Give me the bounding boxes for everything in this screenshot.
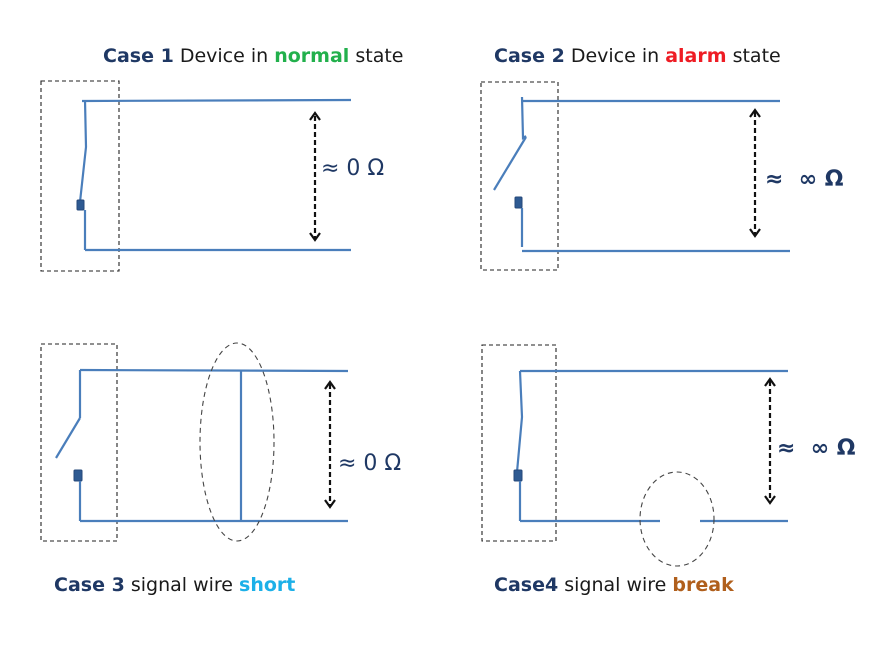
case-2-text-after: state [727, 45, 781, 67]
case-2-text: Device in [565, 45, 665, 67]
case-2-keyword: alarm [665, 45, 726, 67]
case-1-contact-pad [76, 199, 85, 211]
case-4-contact-pad [513, 469, 523, 482]
case-2-device-box [480, 81, 559, 271]
case-1-title: Case 1 Device in normal state [103, 45, 403, 67]
case-1-panel: Case 1 Device in normal state ≈ 0 Ω [40, 45, 403, 272]
case-3-title: Case 3 signal wire short [54, 574, 295, 596]
case-3-top-wire [79, 368, 349, 373]
case-3-fault-highlight [199, 342, 275, 542]
case-3-contact-pad [73, 469, 83, 482]
case-1-keyword: normal [274, 45, 349, 67]
case-4-resistance: ≈ ∞ Ω [777, 436, 856, 461]
case-2-switch-open [493, 136, 527, 191]
case-2-upper-contact [520, 96, 527, 141]
case-1-measure-arrow [309, 111, 321, 242]
case-2-title: Case 2 Device in alarm state [494, 45, 781, 67]
case-2-resistance: ≈ ∞ Ω [765, 167, 844, 192]
case-3-measure-arrow [324, 380, 336, 509]
case-4-label: Case4 [494, 574, 558, 596]
case-3-keyword: short [239, 574, 295, 596]
case-1-label: Case 1 [103, 45, 174, 67]
case-2-contact-pad [514, 196, 523, 209]
case-1-text-after: state [349, 45, 403, 67]
case-4-text: signal wire [558, 574, 672, 596]
case-4-panel: ≈ ∞ Ω Case4 signal wire break [481, 344, 856, 596]
case-1-resistance: ≈ 0 Ω [321, 156, 384, 181]
case-1-switch-closed [78, 99, 88, 203]
case-2-measure-arrow [749, 108, 761, 238]
case-3-text: signal wire [125, 574, 239, 596]
case-4-switch-closed [515, 370, 524, 473]
case-4-title: Case4 signal wire break [494, 574, 734, 596]
case-2-panel: Case 2 Device in alarm state ≈ ∞ Ω [480, 45, 844, 271]
case-4-fault-highlight [639, 471, 715, 567]
case-4-device-box [481, 344, 557, 542]
case-4-keyword: break [672, 574, 734, 596]
case-4-measure-arrow [764, 377, 776, 505]
case-3-panel: ≈ 0 Ω Case 3 signal wire short [40, 342, 401, 596]
case-2-label: Case 2 [494, 45, 565, 67]
case-1-device-box [40, 80, 120, 272]
case-3-switch-open [55, 417, 81, 459]
case-3-label: Case 3 [54, 574, 125, 596]
case-1-top-wire [81, 98, 352, 103]
case-1-text: Device in [174, 45, 274, 67]
case-3-device-box [40, 343, 118, 542]
case-3-resistance: ≈ 0 Ω [338, 451, 401, 476]
